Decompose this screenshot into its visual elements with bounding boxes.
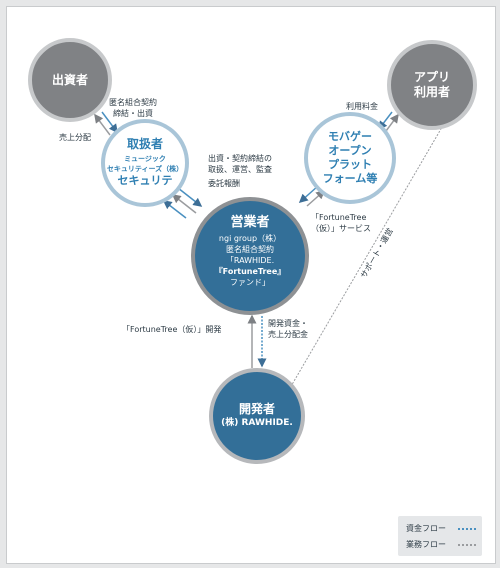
node-app-user xyxy=(387,40,477,130)
legend-business-flow-label: 業務フロー xyxy=(406,540,446,549)
node-mobage xyxy=(304,112,396,204)
mobage-line1: モバゲー xyxy=(328,130,372,143)
edge-label-anon-contract-1: 匿名組合契約 xyxy=(109,98,157,107)
legend-business-flow-line xyxy=(458,544,476,546)
operator-line4: 『FortuneTree』 xyxy=(214,267,286,276)
edge-operator-developer xyxy=(247,314,267,368)
mobage-line3: プラット xyxy=(328,158,372,171)
handler-sub-line1: ミュージック xyxy=(124,155,166,163)
edge-label-usage-fee: 利用料金 xyxy=(346,102,378,111)
edge-handler-operator xyxy=(162,187,203,219)
edge-label-dev-funds-2: 売上分配金 xyxy=(268,330,308,339)
operator-line1: ngi group（株） xyxy=(218,234,282,243)
developer-sub: (株) RAWHIDE. xyxy=(221,418,293,428)
edge-label-service: 「FortuneTree （仮）」サービス xyxy=(311,212,371,234)
handler-label: 取扱者 ミュージック セキュリティーズ（株） セキュリテ xyxy=(103,137,187,188)
node-investor xyxy=(28,38,112,122)
developer-title: 開発者 xyxy=(238,402,275,416)
handler-main: セキュリテ xyxy=(117,174,173,187)
mobage-label: モバゲー オープン プラット フォーム等 xyxy=(306,130,394,186)
node-handler xyxy=(101,119,189,207)
edge-label-investment-1: 出資・契約締結の xyxy=(208,154,272,163)
legend: 資金フロー 業務フロー xyxy=(398,516,482,556)
edge-label-dev-funds: 開発資金・ 売上分配金 xyxy=(268,318,308,340)
legend-fund-flow-label: 資金フロー xyxy=(406,524,446,533)
edge-label-investment: 出資・契約締結の 取扱、運営、監査 xyxy=(208,153,272,175)
operator-title: 営業者 xyxy=(230,215,270,230)
operator-line5: ファンド」 xyxy=(230,278,270,287)
app-user-title-line2: 利用者 xyxy=(413,85,450,99)
app-user-title-line1: アプリ xyxy=(413,70,450,84)
edge-label-development: 「FortuneTree（仮）」開発 xyxy=(122,325,222,334)
legend-fund-flow-line xyxy=(458,528,476,530)
node-operator xyxy=(191,197,309,315)
edge-label-anon-contract-2: 締結・出資 xyxy=(113,109,153,118)
edge-label-investment-2: 取扱、運営、監査 xyxy=(208,165,272,174)
investor-title: 出資者 xyxy=(51,73,88,87)
node-developer xyxy=(209,368,305,464)
mobage-line2: オープン xyxy=(328,144,372,157)
edge-label-anon-contract: 匿名組合契約 締結・出資 xyxy=(100,97,166,119)
edge-investor-handler xyxy=(94,111,118,136)
app-user-label: アプリ 利用者 xyxy=(389,70,475,100)
operator-line3: 「RAWHIDE. xyxy=(225,256,275,265)
handler-sub-line2: セキュリティーズ（株） xyxy=(106,165,184,173)
operator-line2: 匿名組合契約 xyxy=(226,245,274,254)
edge-label-service-2: （仮）」サービス xyxy=(311,224,371,233)
edge-label-commission: 委託報酬 xyxy=(208,179,240,188)
operator-label: 営業者 ngi group（株） 匿名組合契約 「RAWHIDE. 『Fortu… xyxy=(196,214,304,288)
edge-appuser-developer-support xyxy=(289,121,446,389)
edge-label-service-1: 「FortuneTree xyxy=(311,213,367,222)
edge-label-revenue-share: 売上分配 xyxy=(59,133,91,142)
mobage-line4: フォーム等 xyxy=(322,172,378,185)
edge-label-dev-funds-1: 開発資金・ xyxy=(268,319,308,328)
handler-title: 取扱者 xyxy=(126,137,163,151)
developer-label: 開発者 (株) RAWHIDE. xyxy=(211,401,303,429)
